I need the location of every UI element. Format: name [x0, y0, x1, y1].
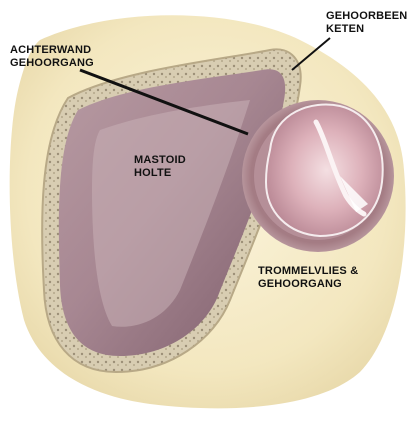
label-gehoorbeen-keten: GEHOORBEEN KETEN — [326, 10, 407, 36]
label-mastoid-holte: MASTOID HOLTE — [134, 154, 186, 180]
label-trommelvlies-line1: TROMMELVLIES & — [258, 265, 358, 278]
label-trommelvlies-gehoorgang: TROMMELVLIES & GEHOORGANG — [258, 265, 358, 291]
label-achterwand-gehoorgang: ACHTERWAND GEHOORGANG — [10, 44, 94, 70]
label-trommelvlies-line2: GEHOORGANG — [258, 278, 358, 291]
label-mastoid-line2: HOLTE — [134, 167, 186, 180]
label-mastoid-line1: MASTOID — [134, 154, 186, 167]
label-achterwand-line2: GEHOORGANG — [10, 57, 94, 70]
label-achterwand-line1: ACHTERWAND — [10, 44, 94, 57]
eardrum — [266, 105, 383, 236]
label-gehoorbeen-line1: GEHOORBEEN — [326, 10, 407, 23]
label-gehoorbeen-line2: KETEN — [326, 23, 407, 36]
